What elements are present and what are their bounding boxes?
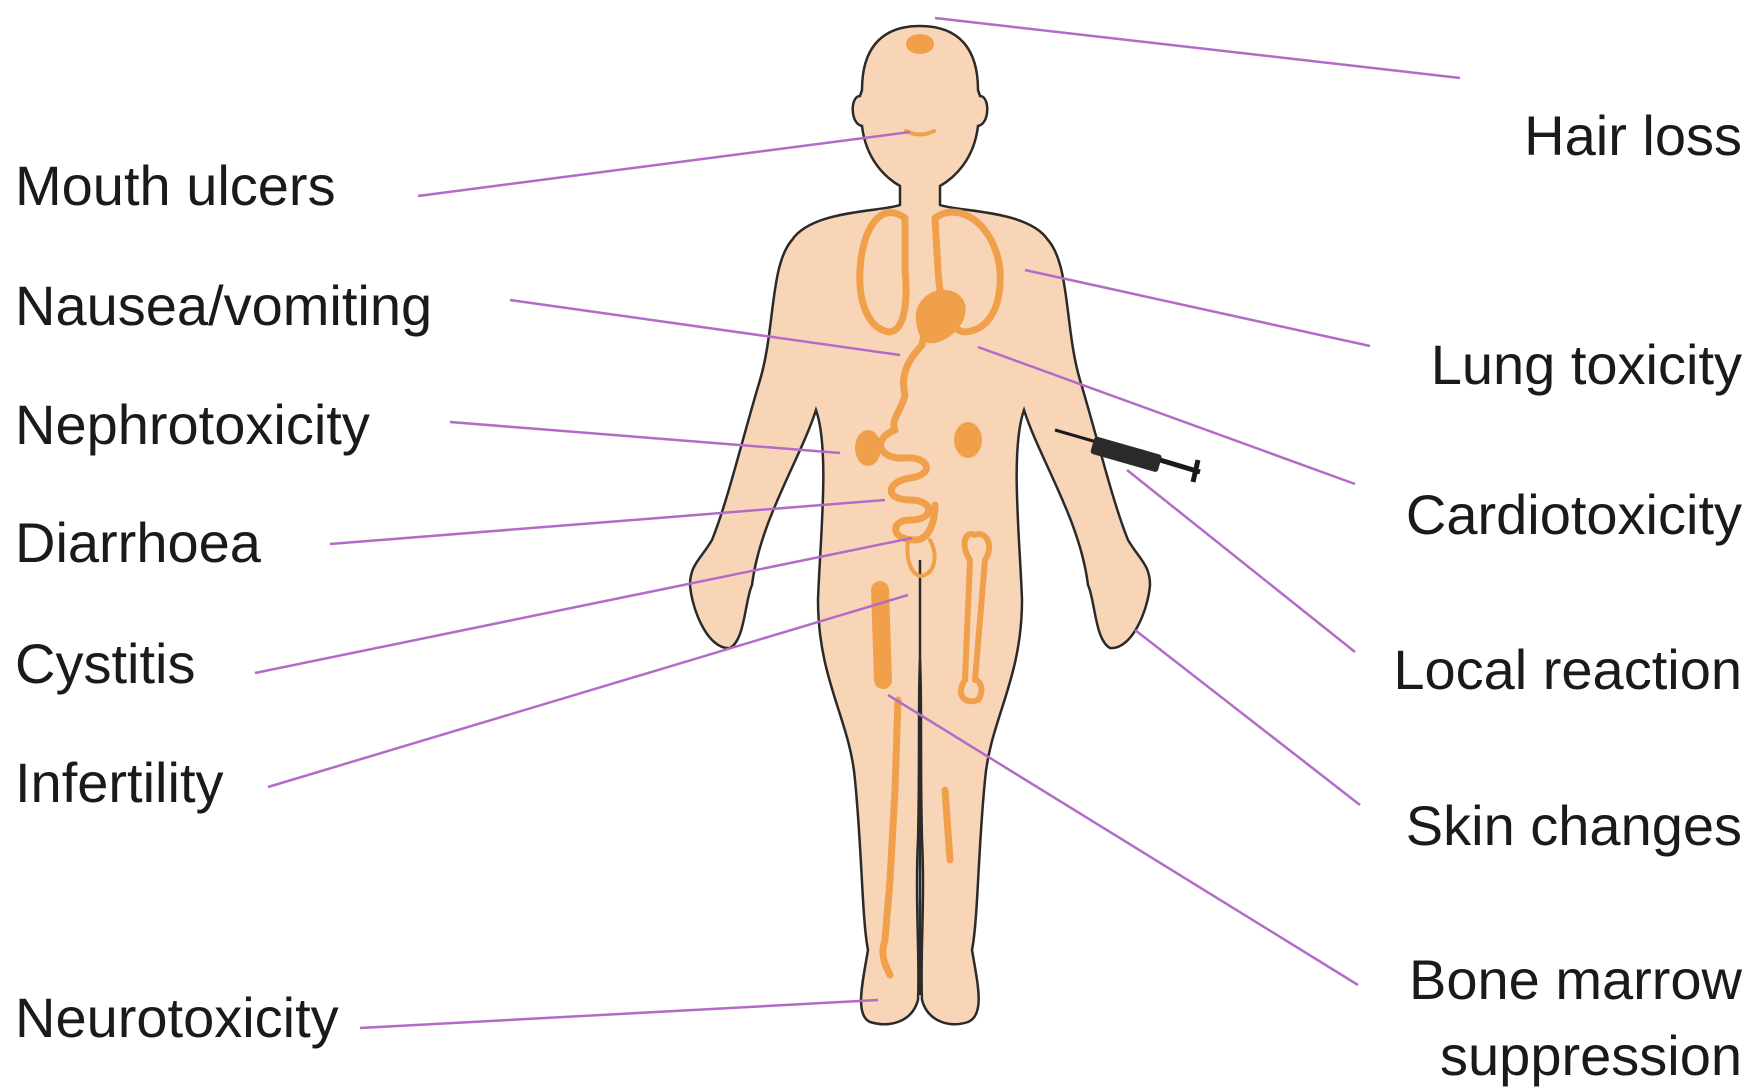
leader-lung xyxy=(1025,270,1370,346)
leader-hair xyxy=(935,18,1460,78)
label-bone-marrow: Bone marrow xyxy=(1409,952,1742,1008)
label-mouth-ulcers: Mouth ulcers xyxy=(15,158,336,214)
leader-neuro xyxy=(360,1000,878,1028)
leader-skin xyxy=(1135,630,1360,805)
right-kidney xyxy=(954,422,982,458)
label-nephrotoxicity: Nephrotoxicity xyxy=(15,397,370,453)
leader-mouth xyxy=(418,132,910,196)
leader-cystitis xyxy=(255,538,912,673)
label-cardiotoxicity: Cardiotoxicity xyxy=(1406,487,1742,543)
leader-diarrhoea xyxy=(330,500,885,544)
label-infertility: Infertility xyxy=(15,755,224,811)
label-nausea-vomiting: Nausea/vomiting xyxy=(15,278,432,334)
label-cystitis: Cystitis xyxy=(15,636,195,692)
left-kidney xyxy=(855,430,881,466)
leader-local xyxy=(1127,470,1355,652)
label-lung-toxicity: Lung toxicity xyxy=(1431,337,1742,393)
leg-nerve-branch xyxy=(945,790,950,860)
label-local-reaction: Local reaction xyxy=(1393,642,1742,698)
label-suppression: suppression xyxy=(1440,1028,1742,1084)
label-hair-loss: Hair loss xyxy=(1524,108,1742,164)
brain-spot xyxy=(906,34,934,54)
leader-infertility xyxy=(268,595,908,787)
label-skin-changes: Skin changes xyxy=(1406,798,1742,854)
label-neurotoxicity: Neurotoxicity xyxy=(15,990,339,1046)
label-diarrhoea: Diarrhoea xyxy=(15,515,261,571)
